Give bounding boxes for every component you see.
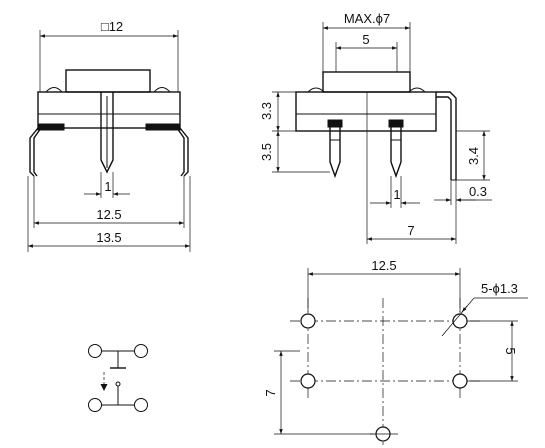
terminal-circle <box>88 398 102 412</box>
front-body-dim: □12 <box>101 19 123 34</box>
front-overall-dim: 13.5 <box>96 230 121 245</box>
footprint-holes-dim: 5-ϕ1.3 <box>481 281 518 296</box>
pcb-footprint: 12.5 5-ϕ1.3 5 7 <box>263 258 528 445</box>
side-stem-max-dim: MAX.ϕ7 <box>344 11 390 26</box>
side-height-lower-dim: 3.5 <box>259 143 274 161</box>
front-pin-width-dim: 1 <box>104 179 111 194</box>
terminal-circle <box>134 344 148 358</box>
switch-schematic-symbol <box>88 344 148 412</box>
side-depth-dim: 7 <box>407 223 414 238</box>
side-pin-width-dim: 1 <box>393 187 400 202</box>
mounting-hole <box>300 373 316 389</box>
side-height-upper-dim: 3.3 <box>259 102 274 120</box>
terminal-circle <box>88 344 102 358</box>
mounting-hole <box>452 313 468 329</box>
front-pin-span-dim: 12.5 <box>96 207 121 222</box>
footprint-center-offset-dim: 7 <box>263 389 278 396</box>
side-stem-dim: 5 <box>362 32 369 47</box>
mounting-hole <box>300 313 316 329</box>
footprint-hole-span-dim: 12.5 <box>371 258 396 273</box>
side-view: MAX.ϕ7 5 3.3 3.5 <box>259 11 492 244</box>
side-leg-length-dim: 3.4 <box>466 147 481 165</box>
front-view: □12 1 12.5 13.5 <box>27 19 191 252</box>
mounting-hole <box>452 373 468 389</box>
footprint-vertical-pitch-dim: 5 <box>503 347 518 354</box>
side-leg-thickness-dim: 0.3 <box>469 184 487 199</box>
terminal-circle <box>134 398 148 412</box>
